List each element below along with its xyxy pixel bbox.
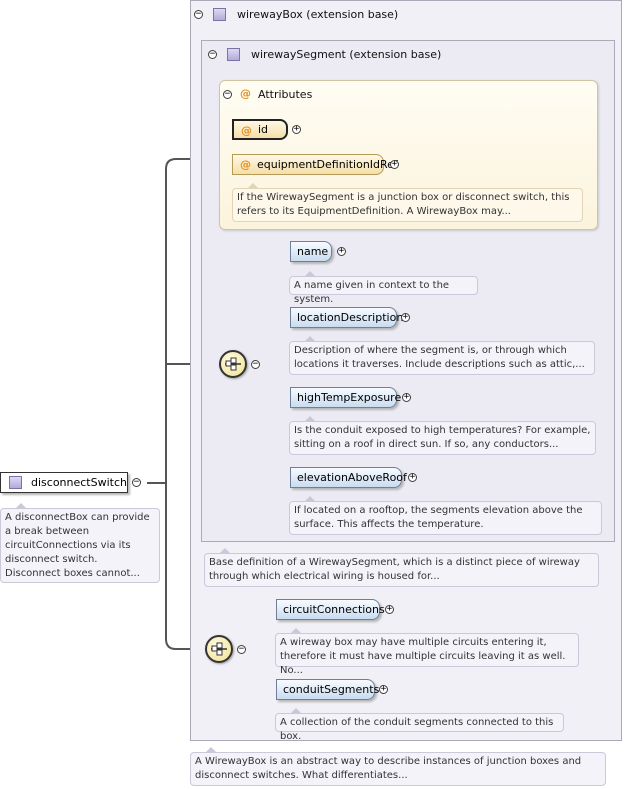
element-elevation-above-roof[interactable]: elevationAboveRoof — [290, 467, 407, 488]
element-name-note: A name given in context to the system. — [289, 271, 478, 305]
box-sequence-collapse-toggle[interactable]: − — [237, 644, 246, 654]
element-high-temp-exposure-expand-toggle[interactable]: + — [402, 392, 411, 402]
element-conduit-segments-expand-toggle[interactable]: + — [379, 684, 388, 694]
element-location-description-expand-toggle[interactable]: + — [401, 312, 410, 322]
element-high-temp-exposure[interactable]: highTempExposure — [290, 387, 401, 408]
segment-sequence-compositor[interactable] — [219, 350, 247, 378]
attributes-collapse-toggle[interactable]: − — [223, 89, 232, 99]
root-element-type-icon — [9, 476, 22, 489]
element-conduit-segments-note: A collection of the conduit segments con… — [275, 708, 564, 742]
box-sequence-compositor[interactable] — [205, 635, 233, 663]
root-element-label: disconnectSwitch — [31, 476, 127, 489]
wireway-box-type-icon — [213, 8, 226, 21]
wireway-segment-label: wirewaySegment (extension base) — [251, 48, 442, 61]
element-elevation-above-roof-note: If located on a rooftop, the segments el… — [289, 496, 602, 535]
element-name-expand-toggle[interactable]: + — [337, 246, 346, 256]
wireway-box-collapse-toggle[interactable]: − — [194, 9, 203, 19]
attribute-equipment-note: If the WirewaySegment is a junction box … — [232, 183, 583, 222]
attributes-label: Attributes — [258, 88, 313, 101]
element-circuit-connections-note: A wireway box may have multiple circuits… — [275, 628, 579, 676]
attribute-equipment-expand-toggle[interactable]: + — [390, 159, 399, 169]
attribute-equipment-at-icon: @ — [240, 158, 251, 171]
element-location-description[interactable]: locationDescription — [290, 307, 403, 328]
root-element-disconnect-switch[interactable]: disconnectSwitch — [0, 472, 128, 493]
attribute-id-at-icon: @ — [241, 124, 252, 137]
root-element-note: A disconnectBox can provide a break betw… — [0, 503, 160, 583]
element-circuit-connections[interactable]: circuitConnections — [276, 599, 385, 620]
attributes-at-icon: @ — [240, 87, 251, 100]
root-element-collapse-toggle[interactable]: − — [132, 477, 141, 487]
element-high-temp-exposure-note: Is the conduit exposed to high temperatu… — [289, 416, 596, 455]
attribute-equipment-label: equipmentDefinitionIdRef — [257, 158, 398, 171]
wireway-segment-collapse-toggle[interactable]: − — [208, 49, 217, 59]
sequence-icon — [225, 357, 241, 371]
element-name[interactable]: name — [290, 241, 332, 262]
wireway-box-label: wirewayBox (extension base) — [237, 8, 399, 21]
element-conduit-segments[interactable]: conduitSegments — [276, 679, 379, 700]
attribute-id[interactable]: @ id — [232, 119, 288, 140]
element-elevation-above-roof-expand-toggle[interactable]: + — [408, 472, 417, 482]
wireway-box-note: A WirewayBox is an abstract way to descr… — [190, 747, 606, 786]
wireway-segment-note: Base definition of a WirewaySegment, whi… — [204, 548, 599, 587]
segment-sequence-collapse-toggle[interactable]: − — [251, 359, 260, 369]
attribute-equipment-definition-id-ref[interactable]: @ equipmentDefinitionIdRef — [232, 154, 398, 175]
wireway-segment-type-icon — [227, 48, 240, 61]
attribute-id-expand-toggle[interactable]: + — [292, 124, 301, 134]
sequence-icon — [211, 642, 227, 656]
element-location-description-note: Description of where the segment is, or … — [289, 336, 595, 375]
element-circuit-connections-expand-toggle[interactable]: + — [385, 604, 394, 614]
attribute-id-label: id — [258, 123, 269, 136]
